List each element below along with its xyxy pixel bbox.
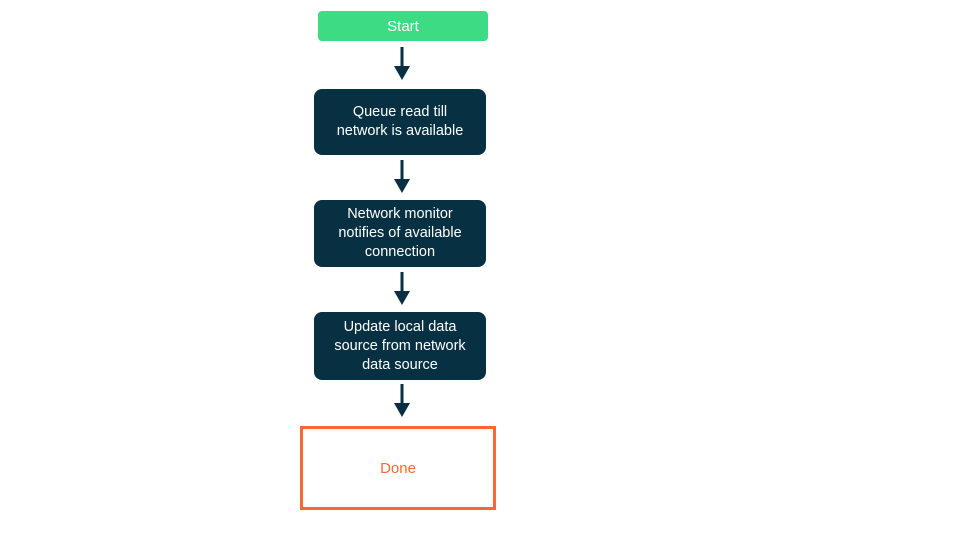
flow-node-update-local-data: Update local data source from network da…	[314, 312, 486, 380]
flow-node-done: Done	[300, 426, 496, 510]
flow-node-queue-read: Queue read till network is available	[314, 89, 486, 155]
flow-node-network-monitor: Network monitor notifies of available co…	[314, 200, 486, 267]
arrow-down-icon	[393, 384, 411, 418]
arrow-down-icon	[393, 272, 411, 306]
arrow-down-icon	[393, 160, 411, 194]
arrow-down-icon	[393, 47, 411, 81]
flow-node-start: Start	[318, 11, 488, 41]
